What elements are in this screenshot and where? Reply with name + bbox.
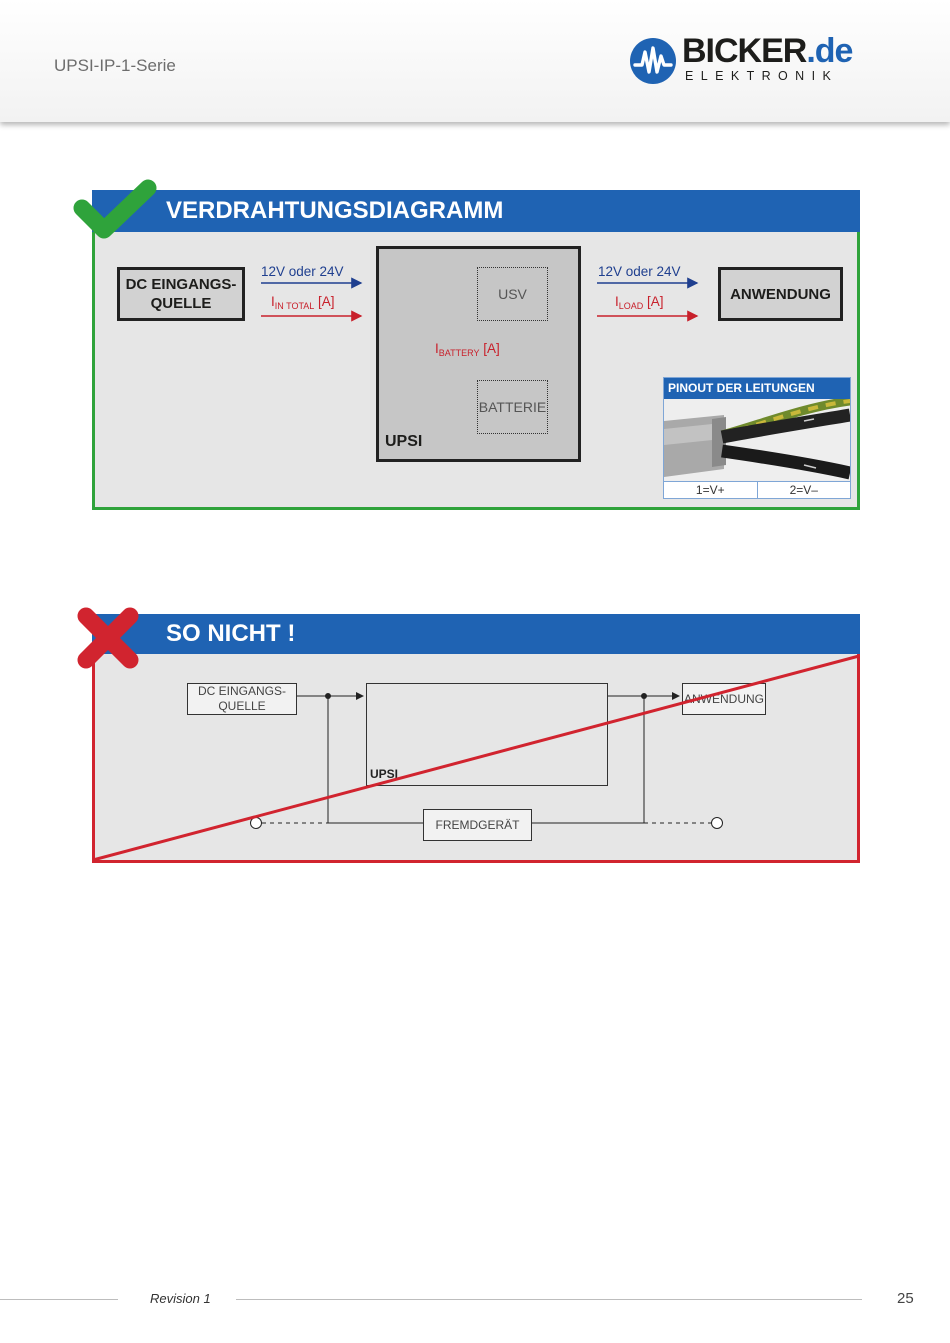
- pinout-box: PINOUT DER LEITUNGEN 1=V+ 2=V–: [663, 377, 851, 499]
- wrong-upsi-box: [366, 683, 608, 786]
- application-box: ANWENDUNG: [718, 267, 843, 321]
- page-number: 25: [897, 1290, 914, 1307]
- wrong-source-line1: DC EINGANGS-: [197, 684, 286, 698]
- footer-rule-right: [236, 1299, 862, 1300]
- input-current-symbol: I: [271, 294, 275, 309]
- wiring-diagram-title: VERDRAHTUNGSDIAGRAMM: [166, 197, 504, 224]
- pinout-table-row: 1=V+ 2=V–: [664, 481, 851, 498]
- page-header: UPSI-IP-1-Serie BICKER.de ELEKTRONIK: [0, 0, 950, 122]
- source-line2: QUELLE: [150, 295, 212, 312]
- bicker-logo: BICKER.de ELEKTRONIK: [628, 32, 868, 92]
- logo-subtitle: ELEKTRONIK: [685, 69, 839, 83]
- logo-wordmark: BICKER.de: [682, 32, 853, 71]
- load-current-label: ILOAD [A]: [615, 294, 664, 311]
- wrong-wiring-title: SO NICHT !: [166, 620, 296, 647]
- source-line1: DC EINGANGS-: [125, 276, 237, 293]
- logo-tld: .de: [806, 32, 853, 70]
- logo-circle-icon: [630, 38, 676, 84]
- output-voltage-label: 12V oder 24V: [598, 264, 681, 279]
- pinout-title: PINOUT DER LEITUNGEN: [664, 378, 850, 399]
- series-title: UPSI-IP-1-Serie: [54, 56, 176, 75]
- upsi-label: UPSI: [385, 433, 423, 450]
- battery-current-subscript: BATTERY: [438, 348, 480, 358]
- input-current-unit: [A]: [318, 294, 335, 309]
- wrong-wiring-banner: SO NICHT !: [92, 614, 860, 654]
- waveform-icon: [633, 46, 673, 74]
- input-current-label: IIN TOTAL [A]: [271, 294, 335, 311]
- foreign-device-box: FREMDGERÄT: [423, 809, 532, 841]
- battery-current-label: IBATTERY [A]: [435, 341, 500, 358]
- upsi-box: [376, 246, 581, 462]
- pin-2-cell: 2=V–: [756, 482, 851, 498]
- footer-rule-left: [0, 1299, 118, 1300]
- checkmark-icon: [73, 179, 157, 239]
- input-current-subscript: IN TOTAL: [274, 301, 315, 311]
- battery-current-symbol: I: [435, 341, 439, 356]
- wiring-diagram-banner: VERDRAHTUNGSDIAGRAMM: [92, 190, 860, 232]
- dc-input-source-box: DC EINGANGS- QUELLE: [117, 267, 245, 321]
- revision-label: Revision 1: [150, 1291, 211, 1306]
- load-current-unit: [A]: [647, 294, 664, 309]
- wrong-application-box: ANWENDUNG: [682, 683, 766, 715]
- wrong-dc-source-box: DC EINGANGS-QUELLE: [187, 683, 297, 715]
- input-voltage-label: 12V oder 24V: [261, 264, 344, 279]
- logo-brand: BICKER: [682, 32, 807, 70]
- battery-current-unit: [A]: [483, 341, 500, 356]
- usv-box: USV: [477, 267, 548, 321]
- wrong-upsi-label: UPSI: [370, 767, 399, 781]
- pin-1-cell: 1=V+: [695, 483, 725, 497]
- wrong-source-line2: QUELLE: [218, 699, 266, 713]
- load-current-subscript: LOAD: [618, 301, 644, 311]
- battery-box: BATTERIE: [477, 380, 548, 434]
- cable-photo-icon: [664, 399, 850, 481]
- cross-icon: [77, 607, 139, 669]
- load-current-symbol: I: [615, 294, 619, 309]
